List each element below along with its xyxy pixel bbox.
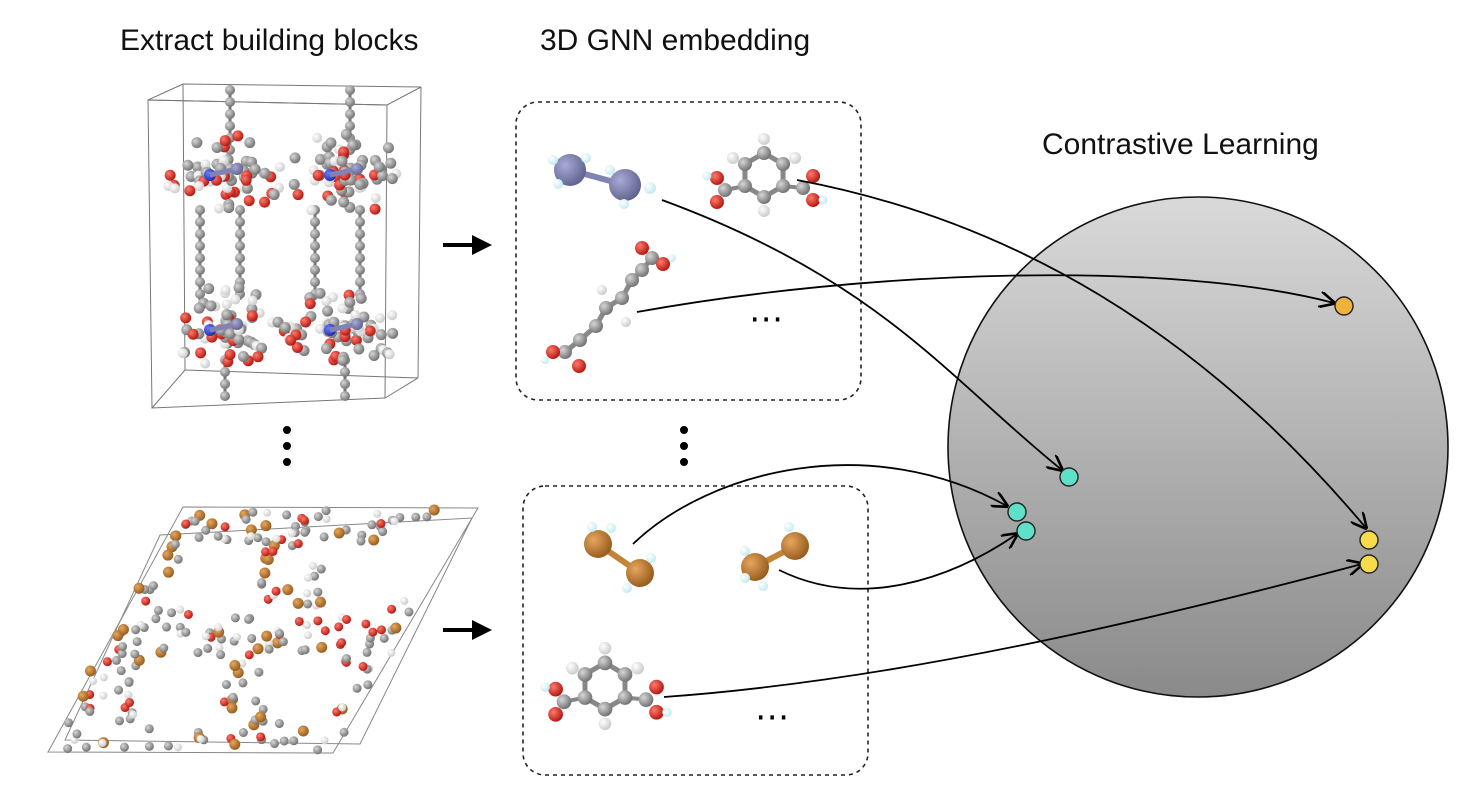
gnn-embedding-heading: 3D GNN embedding — [540, 24, 811, 57]
molecule-aromatic-dicarboxylic-top — [702, 133, 828, 217]
map-arrow-copper-left — [632, 464, 1007, 545]
ellipsis-bottom-box: ⋯ — [755, 697, 789, 737]
vertical-ellipsis-left — [283, 426, 291, 466]
embedding-point-yellow-1 — [1359, 530, 1379, 550]
molecule-aromatic-dicarboxylic-bottom — [540, 641, 672, 731]
map-arrow-blue-dimer — [661, 199, 1062, 470]
embedding-point-cyan-1 — [1059, 467, 1079, 487]
embedding-space-sphere — [947, 196, 1449, 698]
embedding-point-cyan-2 — [1007, 502, 1027, 522]
map-arrow-chain-linker — [636, 274, 1334, 313]
embedding-point-orange — [1334, 296, 1354, 316]
embedding-point-yellow-2 — [1359, 554, 1379, 574]
map-arrow-copper-right — [778, 534, 1017, 590]
embedding-point-cyan-3 — [1016, 521, 1036, 541]
extract-building-blocks-heading: Extract building blocks — [120, 24, 419, 57]
mof-crystal-bottom — [47, 504, 479, 755]
molecule-chain-linker — [541, 241, 676, 373]
molecule-blue-metal-dimer — [548, 153, 656, 209]
molecule-copper-dimer-right — [740, 522, 809, 591]
vertical-ellipsis-middle — [680, 426, 688, 466]
molecule-copper-dimer-left — [584, 522, 656, 593]
mof-crystal-top — [147, 83, 422, 409]
ellipsis-top-box: ⋯ — [749, 299, 783, 339]
contrastive-learning-heading: Contrastive Learning — [1042, 128, 1319, 161]
map-arrow-aromatic-top — [796, 179, 1366, 528]
building-blocks-box-bottom — [522, 485, 869, 776]
map-arrow-aromatic-bottom — [663, 564, 1362, 698]
